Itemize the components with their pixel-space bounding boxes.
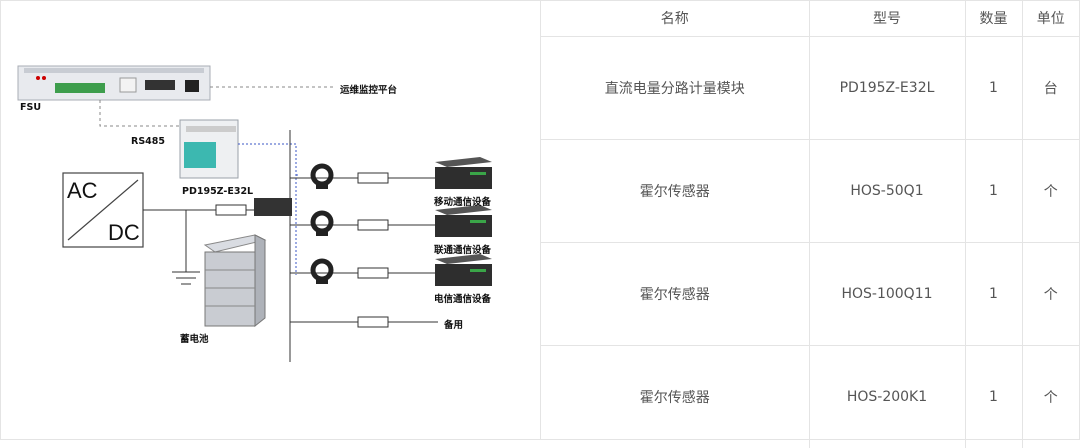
platform-label: 运维监控平台 <box>340 82 397 96</box>
meter-device <box>180 120 238 178</box>
header-qty: 数量 <box>965 0 1022 37</box>
battery-pack <box>205 235 265 326</box>
load-equipment-2 <box>435 205 492 237</box>
cell-qty: 1 <box>965 37 1022 140</box>
cell-qty: 1 <box>965 140 1022 243</box>
meter-model-label: PD195Z-E32L <box>182 186 253 197</box>
cell-name: 直流电量分路计量模块 <box>541 37 809 140</box>
hall-sensor-2 <box>313 213 331 231</box>
table-row: 霍尔传感器 HOS-100Q11 1 个 <box>541 243 1079 346</box>
cell-name: 霍尔传感器 <box>541 140 809 243</box>
fsu-label: FSU <box>20 102 41 113</box>
rs485-label: RS485 <box>131 136 165 147</box>
load-unicom-label: 联通通信设备 <box>434 242 491 256</box>
table-row: 霍尔传感器 HOS-50Q1 1 个 <box>541 140 1079 243</box>
cell-qty: 1 <box>965 346 1022 448</box>
load-equipment-3 <box>435 254 492 286</box>
cell-name: 霍尔传感器 <box>541 243 809 346</box>
ac-label: AC <box>67 178 98 204</box>
load-telecom-label: 电信通信设备 <box>434 291 491 305</box>
hall-sensor-1 <box>313 166 331 184</box>
cell-unit: 个 <box>1022 140 1079 243</box>
cell-model: HOS-100Q11 <box>809 243 965 346</box>
header-unit: 单位 <box>1022 0 1079 37</box>
main-hall-sensor <box>254 198 292 216</box>
cell-unit: 个 <box>1022 243 1079 346</box>
header-model: 型号 <box>809 0 965 37</box>
cell-unit: 个 <box>1022 346 1079 448</box>
rs485-link <box>100 100 185 126</box>
load-mobile-label: 移动通信设备 <box>434 194 491 208</box>
diagram-graphics <box>0 0 540 440</box>
cell-model: HOS-200K1 <box>809 346 965 448</box>
header-name: 名称 <box>541 0 809 37</box>
table-row: 直流电量分路计量模块 PD195Z-E32L 1 台 <box>541 37 1079 140</box>
battery-label: 蓄电池 <box>180 331 209 345</box>
dc-label: DC <box>108 220 140 246</box>
load-equipment-1 <box>435 157 492 189</box>
cell-qty: 1 <box>965 243 1022 346</box>
fsu-device <box>18 66 210 100</box>
wiring-diagram: FSU 运维监控平台 RS485 PD195Z-E32L AC DC 蓄电池 移… <box>0 0 541 440</box>
cell-unit: 台 <box>1022 37 1079 140</box>
cell-model: HOS-50Q1 <box>809 140 965 243</box>
cell-name: 霍尔传感器 <box>541 346 809 448</box>
cell-model: PD195Z-E32L <box>809 37 965 140</box>
table-row: 霍尔传感器 HOS-200K1 1 个 <box>541 346 1079 448</box>
spec-table: 名称 型号 数量 单位 直流电量分路计量模块 PD195Z-E32L 1 台 霍… <box>541 0 1079 448</box>
spare-label: 备用 <box>444 317 463 331</box>
hall-sensor-3 <box>313 261 331 279</box>
table-header-row: 名称 型号 数量 单位 <box>541 0 1079 37</box>
